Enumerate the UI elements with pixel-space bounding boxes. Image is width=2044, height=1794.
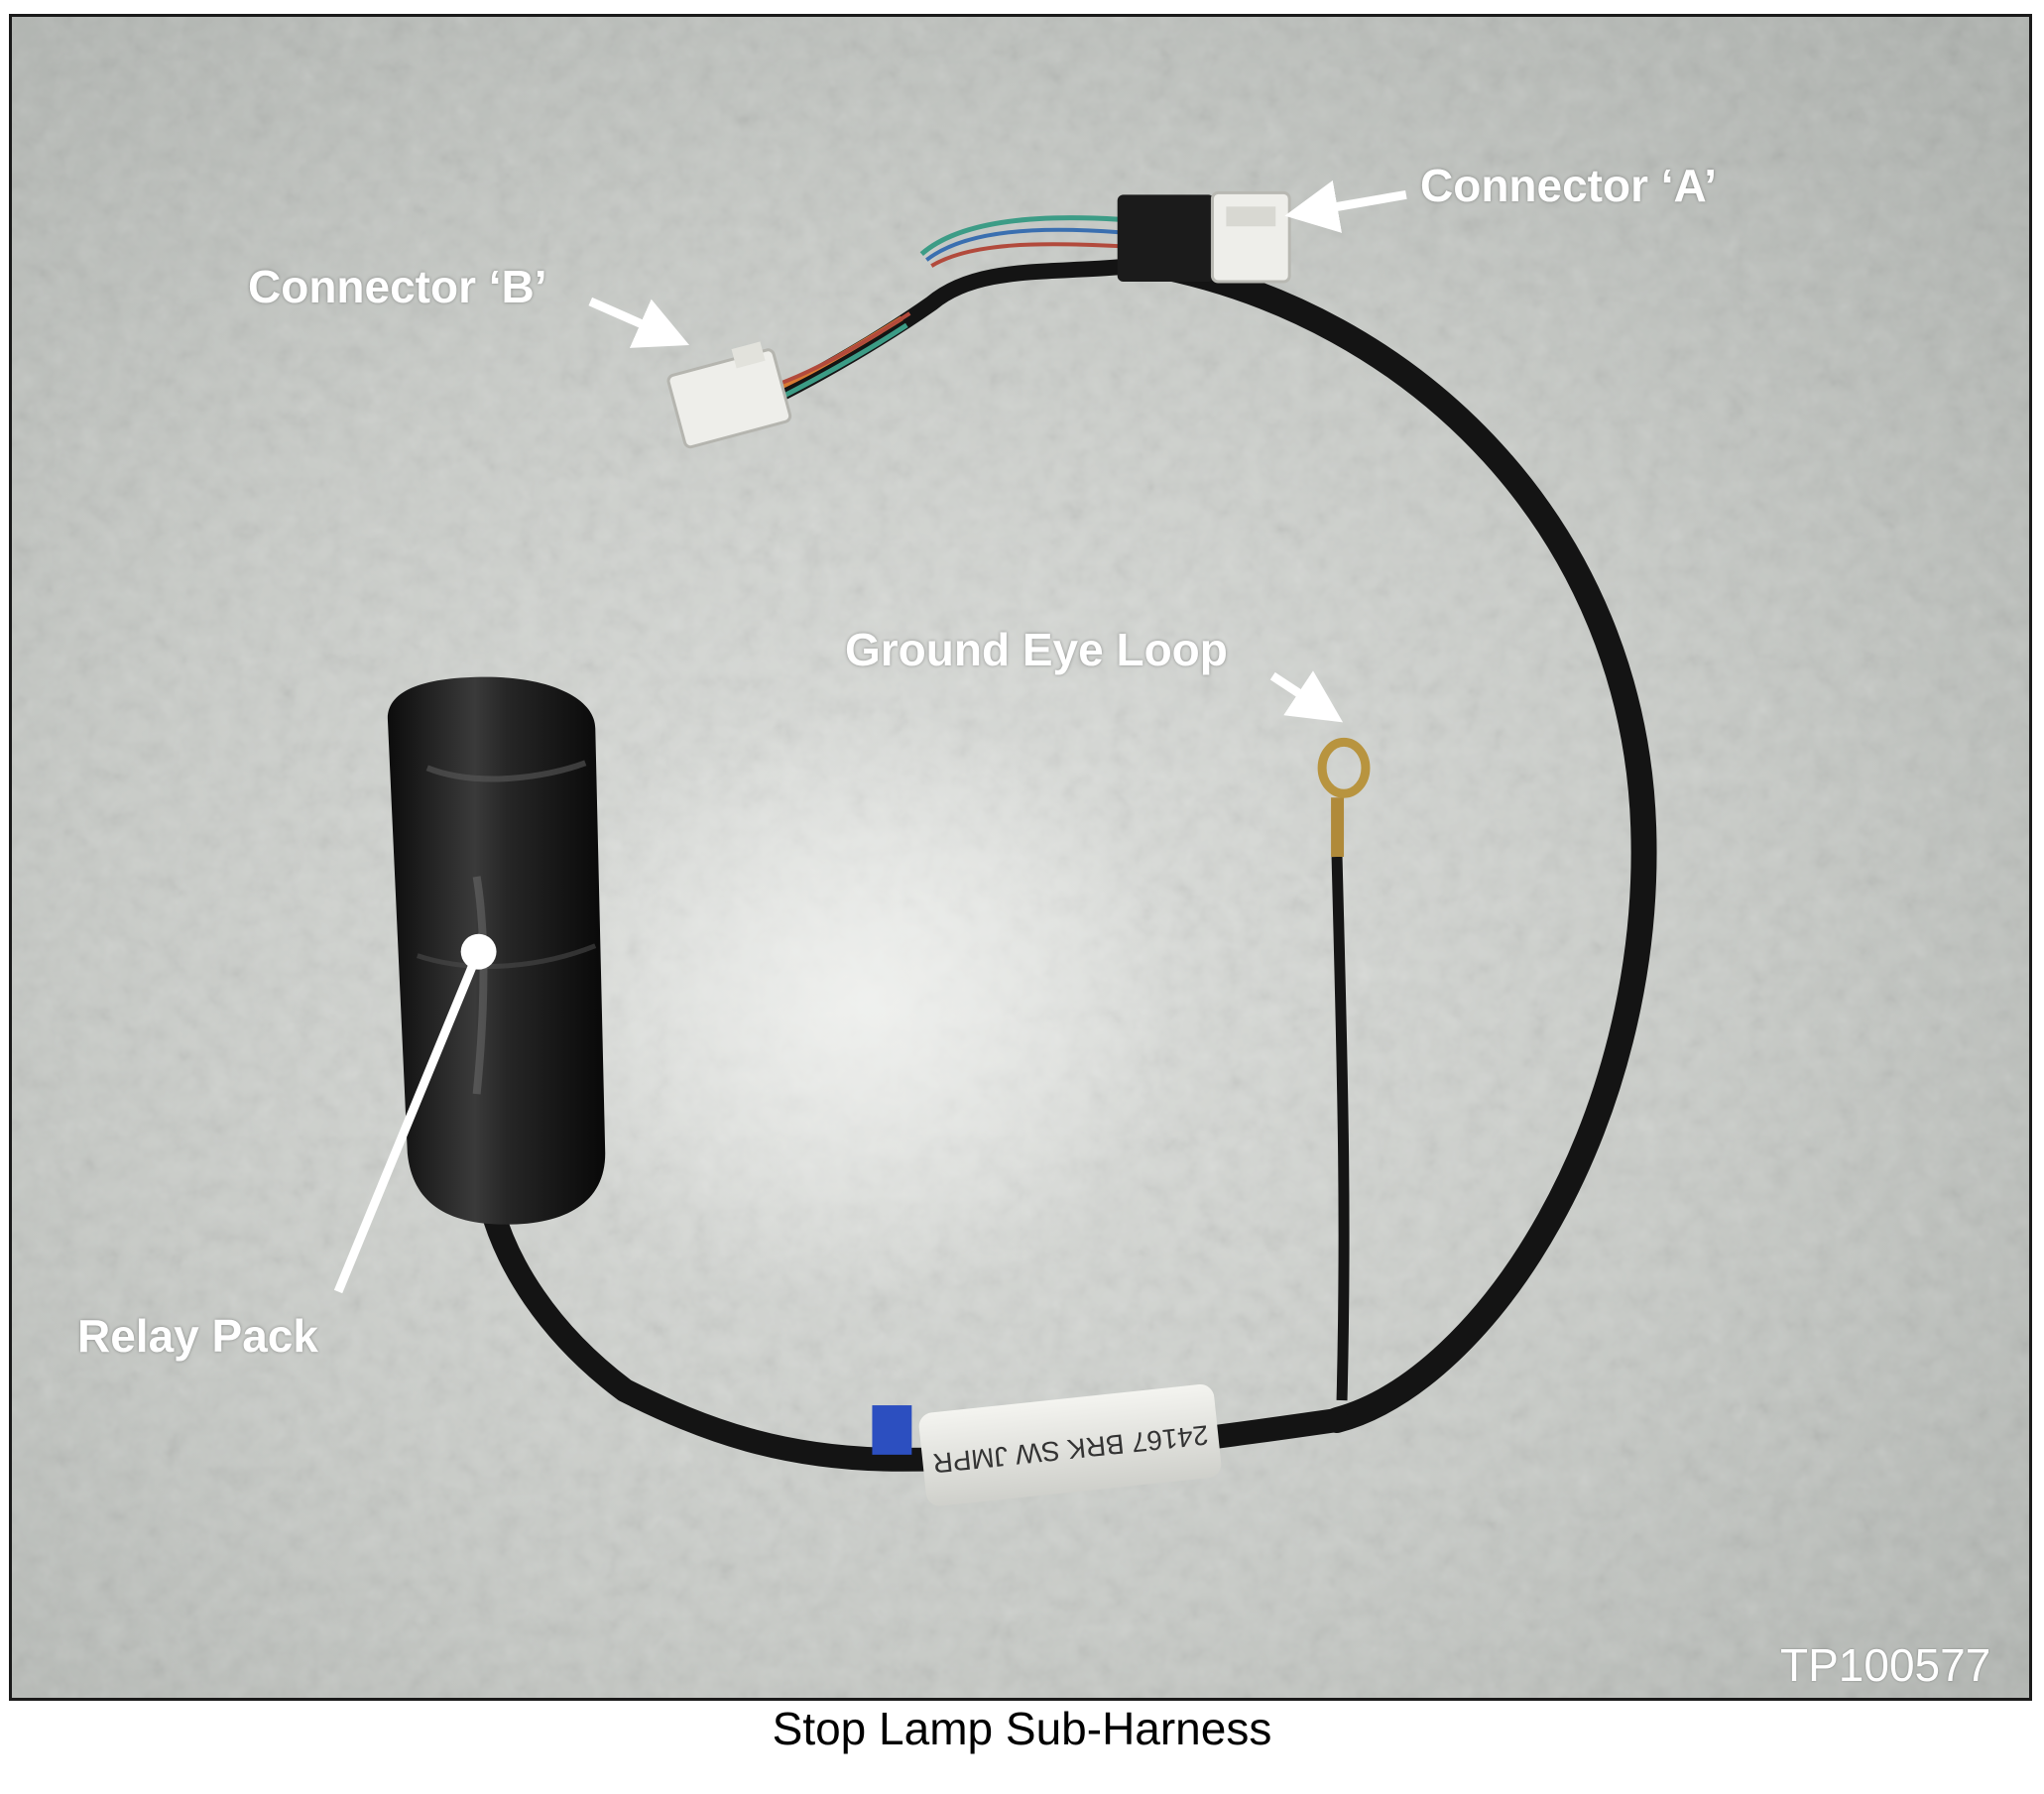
harness-photo: 24167 BRK SW JMPR xyxy=(12,17,2029,1698)
figure-caption: Stop Lamp Sub-Harness xyxy=(772,1703,1272,1754)
relay-pack-leader-line xyxy=(333,953,481,1294)
ground-eye-loop-arrow xyxy=(1269,670,1344,723)
blue-tape-marker xyxy=(872,1405,912,1455)
branch-cable xyxy=(765,256,1157,406)
connector-a-arrow xyxy=(1284,179,1407,233)
part-label-band: 24167 BRK SW JMPR xyxy=(918,1383,1222,1506)
callout-ground-eye-loop: Ground Eye Loop xyxy=(845,624,1228,675)
light-glare xyxy=(536,708,1189,1302)
relay-pack-leader-dot xyxy=(460,933,497,970)
ground-wire xyxy=(1331,856,1350,1401)
ground-eye-loop-terminal xyxy=(1317,737,1371,798)
callout-connector-b: Connector ‘B’ xyxy=(248,261,547,312)
callout-relay-pack: Relay Pack xyxy=(77,1310,318,1362)
red-wire xyxy=(777,311,911,387)
relay-highlight xyxy=(472,876,488,1095)
connector-b-arrow xyxy=(588,297,690,348)
connector-a-latch xyxy=(1226,206,1276,227)
connector-a xyxy=(1210,190,1291,284)
main-harness-cable xyxy=(1136,251,1657,1433)
photo-frame: 24167 BRK SW JMPR xyxy=(9,14,2032,1701)
green-wire xyxy=(774,322,908,403)
relay-pack-body xyxy=(387,676,606,1225)
blue-wire-a xyxy=(925,227,1120,262)
figure-id: TP100577 xyxy=(1780,1639,1991,1691)
green-wire-a xyxy=(919,215,1120,257)
red-wire-a xyxy=(930,242,1120,268)
relay-tape-wrinkle xyxy=(425,760,587,782)
callout-connector-a: Connector ‘A’ xyxy=(1420,160,1718,211)
ground-terminal-crimp xyxy=(1331,797,1345,858)
relay-tape-wrinkle-2 xyxy=(417,943,597,969)
connector-a-housing xyxy=(1117,194,1215,283)
connector-b xyxy=(666,341,792,449)
